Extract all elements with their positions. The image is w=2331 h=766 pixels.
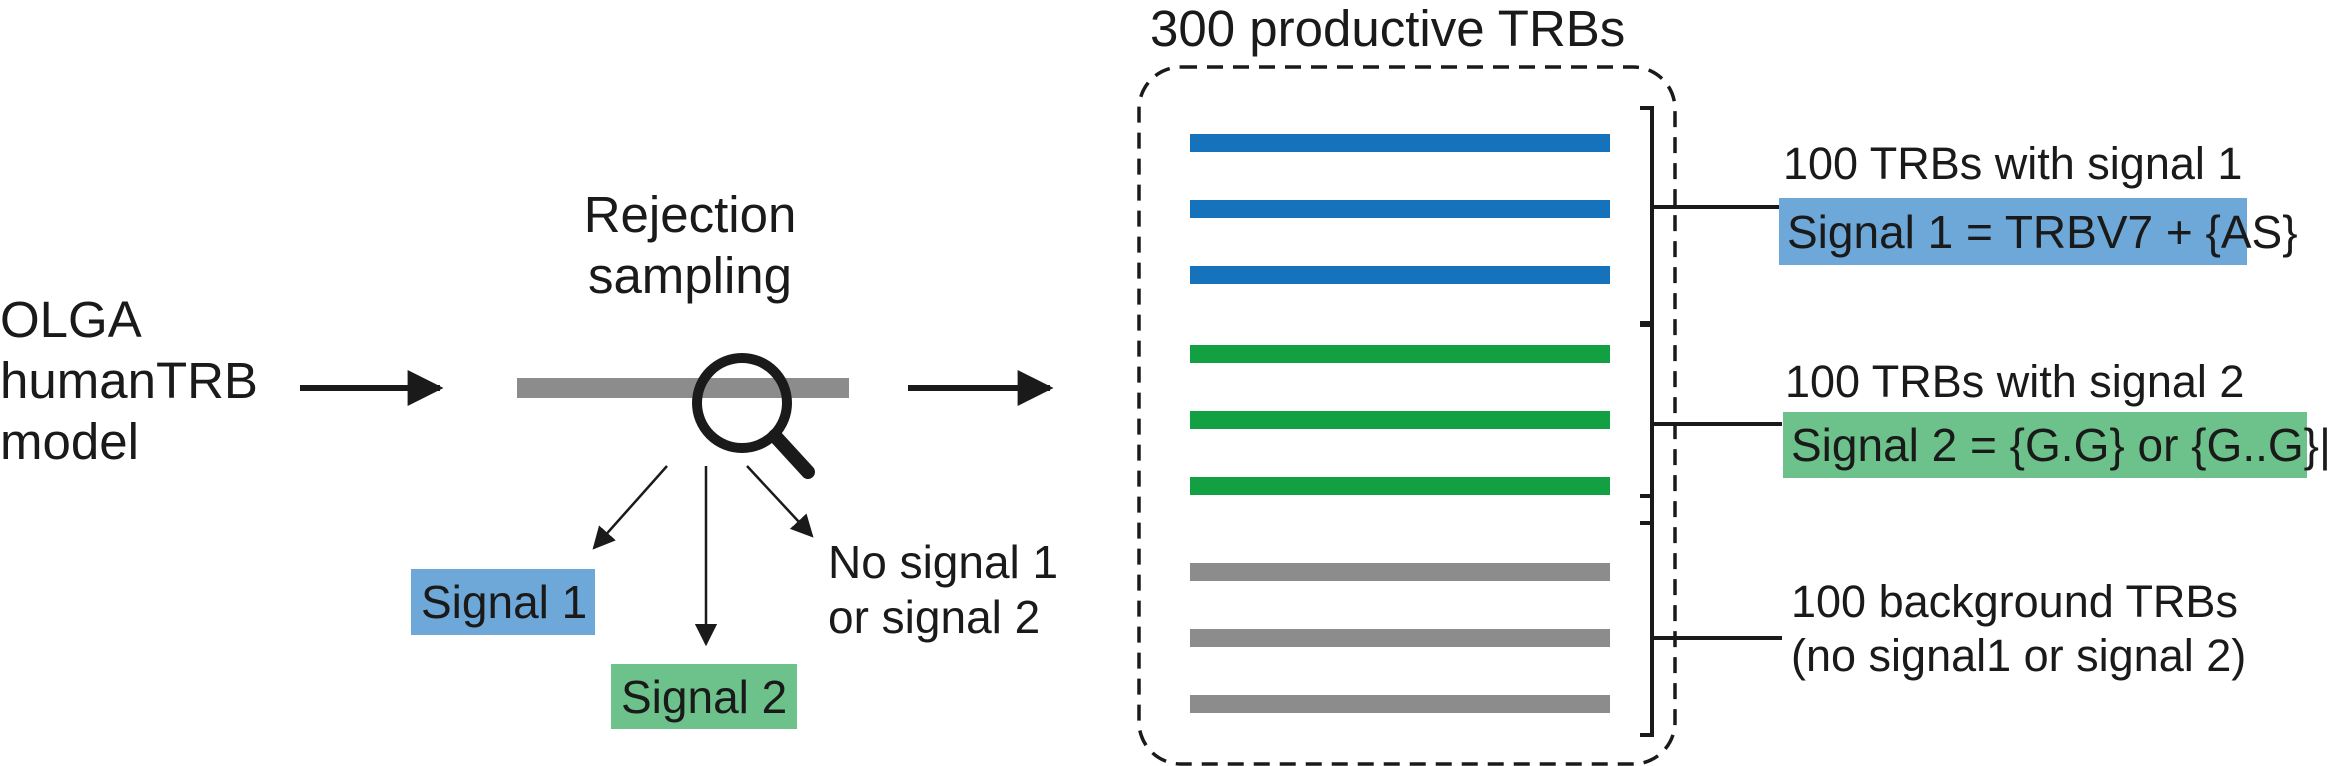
trb-bars: [1190, 134, 1610, 713]
sampling-title: Rejection sampling: [560, 184, 820, 306]
bracket-signal1: [1640, 106, 1782, 325]
outcome-arrow-no-signal: [746, 465, 814, 538]
trb-bar-background: [1190, 563, 1610, 581]
trb-bar-signal1: [1190, 200, 1610, 218]
sampling-title-line: Rejection: [583, 186, 797, 243]
source-line: OLGA: [0, 291, 142, 348]
outcome-no-signal-label: No signal 1 or signal 2: [828, 535, 1058, 645]
trb-bar-background: [1190, 695, 1610, 713]
source-line: humanTRB: [0, 352, 258, 410]
trb-bar-signal1: [1190, 134, 1610, 152]
trb-bar-background: [1190, 629, 1610, 647]
repertoire-title: 300 productive TRBs: [1150, 0, 1626, 57]
background-group-caption: 100 background TRBs (no signal1 or signa…: [1791, 575, 2246, 683]
signal1-definition: Signal 1 = TRBV7 + {AS}: [1779, 198, 2298, 265]
source-line: model: [0, 413, 139, 471]
source-model-label: OLGA humanTRB model: [0, 289, 258, 473]
trb-bar-signal2: [1190, 345, 1610, 363]
outcome-signal1-badge: Signal 1: [411, 569, 595, 635]
bracket-signal2: [1640, 323, 1782, 525]
signal1-group-caption: 100 TRBs with signal 1: [1783, 138, 2243, 189]
signal2-group-caption: 100 TRBs with signal 2: [1785, 356, 2245, 407]
sampling-title-line: sampling: [587, 247, 793, 305]
trb-bar-signal2: [1190, 477, 1610, 495]
bracket-background: [1640, 494, 1782, 737]
magnifier-icon: [692, 353, 815, 479]
background-caption-line: 100 background TRBs: [1791, 576, 2238, 627]
trb-bar-signal1: [1190, 266, 1610, 284]
outcome-signal2-badge: Signal 2: [611, 664, 797, 729]
outcome-no-signal-line: or signal 2: [828, 591, 1041, 644]
outcome-no-signal-line: No signal 1: [828, 536, 1059, 588]
signal2-definition: Signal 2 = {G.G} or {G..G}|: [1783, 412, 2331, 478]
trb-bar-signal2: [1190, 411, 1610, 429]
background-caption-line: (no signal1 or signal 2): [1791, 630, 2247, 681]
candidate-sequence-bar: [517, 378, 849, 398]
outcome-arrow-signal1: [592, 465, 668, 550]
